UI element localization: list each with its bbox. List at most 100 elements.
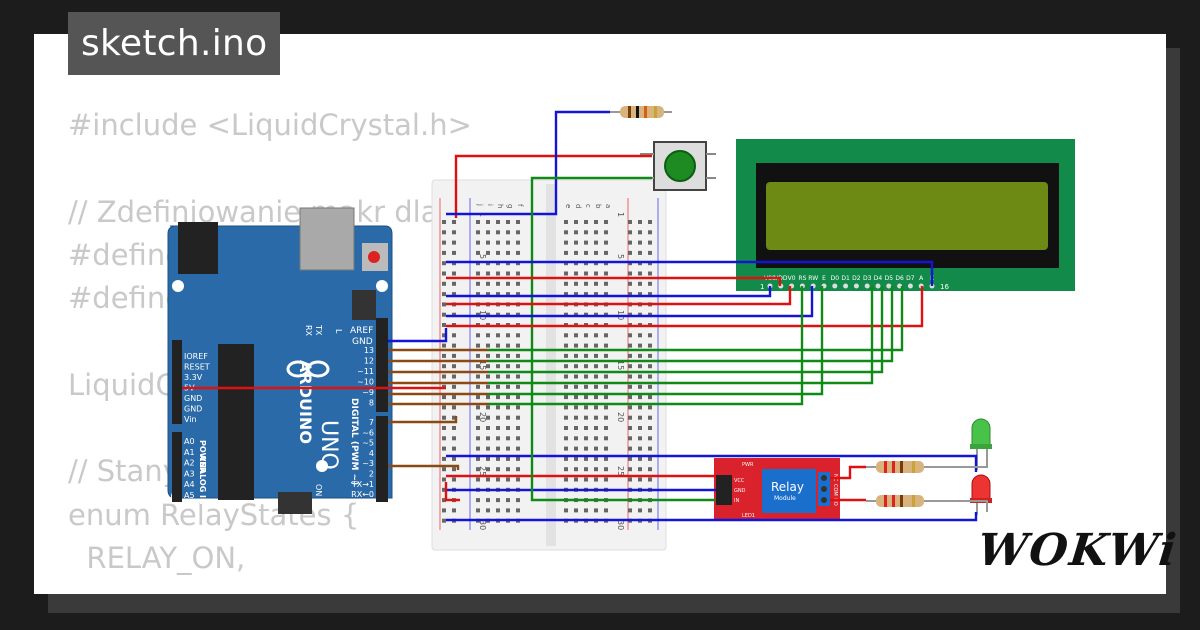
breadboard-hole[interactable]: [648, 271, 652, 276]
breadboard-hole[interactable]: [486, 343, 490, 348]
breadboard-hole[interactable]: [584, 446, 588, 451]
breadboard-hole[interactable]: [604, 415, 608, 420]
breadboard-hole[interactable]: [564, 353, 568, 358]
breadboard-hole[interactable]: [594, 436, 598, 441]
breadboard-hole[interactable]: [648, 333, 652, 338]
breadboard-hole[interactable]: [594, 333, 598, 338]
breadboard-hole[interactable]: [506, 384, 510, 389]
pushbutton[interactable]: [640, 141, 716, 191]
breadboard-hole[interactable]: [584, 508, 588, 513]
breadboard-hole[interactable]: [442, 240, 446, 245]
breadboard-hole[interactable]: [476, 240, 480, 245]
breadboard-hole[interactable]: [628, 374, 632, 379]
breadboard-hole[interactable]: [496, 405, 500, 410]
breadboard-hole[interactable]: [648, 343, 652, 348]
breadboard-hole[interactable]: [442, 343, 446, 348]
breadboard-hole[interactable]: [638, 292, 642, 297]
breadboard-hole[interactable]: [476, 456, 480, 461]
breadboard-hole[interactable]: [442, 467, 446, 472]
breadboard-hole[interactable]: [648, 436, 652, 441]
breadboard-hole[interactable]: [442, 364, 446, 369]
breadboard-hole[interactable]: [628, 415, 632, 420]
breadboard-hole[interactable]: [604, 508, 608, 513]
breadboard-hole[interactable]: [476, 353, 480, 358]
breadboard-hole[interactable]: [442, 312, 446, 317]
breadboard-hole[interactable]: [574, 333, 578, 338]
breadboard-hole[interactable]: [496, 426, 500, 430]
breadboard-hole[interactable]: [574, 281, 578, 286]
breadboard-hole[interactable]: [516, 405, 520, 410]
breadboard-hole[interactable]: [442, 353, 446, 358]
breadboard-hole[interactable]: [628, 384, 632, 389]
breadboard-hole[interactable]: [594, 312, 598, 317]
breadboard-hole[interactable]: [604, 405, 608, 410]
breadboard-hole[interactable]: [628, 405, 632, 410]
breadboard-hole[interactable]: [564, 240, 568, 245]
breadboard-hole[interactable]: [486, 384, 490, 389]
breadboard-hole[interactable]: [604, 395, 608, 400]
breadboard-hole[interactable]: [648, 230, 652, 235]
breadboard-hole[interactable]: [594, 508, 598, 513]
breadboard-hole[interactable]: [486, 353, 490, 358]
breadboard-hole[interactable]: [638, 456, 642, 461]
breadboard-hole[interactable]: [584, 220, 588, 224]
breadboard-hole[interactable]: [604, 220, 608, 224]
breadboard-hole[interactable]: [574, 271, 578, 276]
breadboard-hole[interactable]: [594, 426, 598, 430]
breadboard-hole[interactable]: [574, 374, 578, 379]
breadboard-hole[interactable]: [516, 467, 520, 472]
breadboard-hole[interactable]: [564, 281, 568, 286]
breadboard-hole[interactable]: [584, 271, 588, 276]
breadboard-hole[interactable]: [496, 220, 500, 224]
breadboard-hole[interactable]: [574, 312, 578, 317]
breadboard-hole[interactable]: [594, 220, 598, 224]
breadboard-hole[interactable]: [496, 477, 500, 482]
breadboard-hole[interactable]: [594, 374, 598, 379]
breadboard-hole[interactable]: [584, 436, 588, 441]
breadboard-hole[interactable]: [594, 364, 598, 369]
breadboard-hole[interactable]: [442, 477, 446, 482]
breadboard-hole[interactable]: [628, 436, 632, 441]
breadboard-hole[interactable]: [564, 426, 568, 430]
breadboard-hole[interactable]: [486, 374, 490, 379]
breadboard-hole[interactable]: [628, 343, 632, 348]
breadboard-hole[interactable]: [574, 230, 578, 235]
breadboard-hole[interactable]: [452, 508, 456, 513]
breadboard-hole[interactable]: [594, 456, 598, 461]
breadboard-hole[interactable]: [594, 271, 598, 276]
breadboard-hole[interactable]: [442, 508, 446, 513]
breadboard-hole[interactable]: [442, 456, 446, 461]
breadboard-hole[interactable]: [506, 456, 510, 461]
breadboard-hole[interactable]: [452, 395, 456, 400]
breadboard-hole[interactable]: [442, 415, 446, 420]
breadboard-hole[interactable]: [584, 364, 588, 369]
breadboard-hole[interactable]: [584, 374, 588, 379]
breadboard-hole[interactable]: [506, 436, 510, 441]
breadboard-hole[interactable]: [584, 426, 588, 430]
breadboard-hole[interactable]: [648, 292, 652, 297]
breadboard-hole[interactable]: [574, 364, 578, 369]
breadboard-hole[interactable]: [496, 456, 500, 461]
breadboard-hole[interactable]: [452, 220, 456, 224]
breadboard-hole[interactable]: [594, 240, 598, 245]
breadboard-hole[interactable]: [564, 343, 568, 348]
breadboard-hole[interactable]: [574, 456, 578, 461]
breadboard-hole[interactable]: [584, 456, 588, 461]
breadboard-hole[interactable]: [506, 240, 510, 245]
breadboard-hole[interactable]: [604, 384, 608, 389]
breadboard-hole[interactable]: [442, 271, 446, 276]
breadboard-hole[interactable]: [584, 230, 588, 235]
breadboard-hole[interactable]: [476, 220, 480, 224]
breadboard-hole[interactable]: [648, 250, 652, 255]
breadboard-hole[interactable]: [506, 292, 510, 297]
breadboard-hole[interactable]: [638, 436, 642, 441]
breadboard-hole[interactable]: [564, 312, 568, 317]
breadboard-hole[interactable]: [648, 415, 652, 420]
breadboard-hole[interactable]: [442, 518, 446, 523]
breadboard-hole[interactable]: [486, 250, 490, 255]
breadboard-hole[interactable]: [604, 426, 608, 430]
breadboard-hole[interactable]: [476, 292, 480, 297]
breadboard-hole[interactable]: [638, 508, 642, 513]
breadboard-hole[interactable]: [594, 405, 598, 410]
breadboard-hole[interactable]: [486, 292, 490, 297]
